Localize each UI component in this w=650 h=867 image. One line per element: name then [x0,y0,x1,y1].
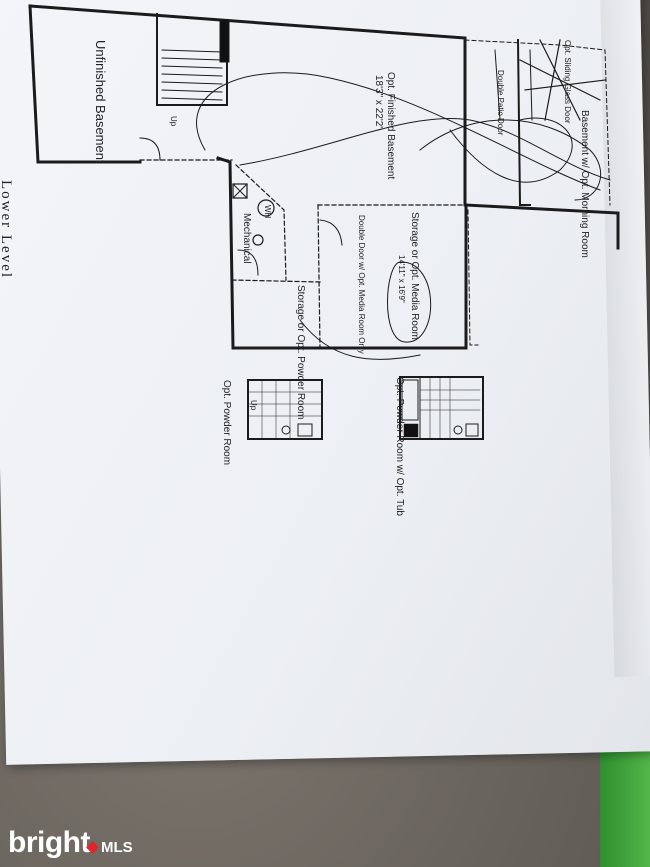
door-swing-3 [319,219,343,246]
label-powder-tub: Opt. Powder Room w/ Opt. Tub [394,377,405,516]
label-double-patio: Double Patio Door [496,70,505,136]
plan-title: Lower Level [0,180,14,280]
label-up-inset: Up [249,400,258,411]
tile-grid-1 [419,376,481,440]
label-storage-media: Storage or Opt. Media Room [409,212,420,340]
tub-dark [403,423,419,438]
label-unfinished-basement: Unfinished Basement [93,40,108,164]
label-mechanical: Mechanical [241,213,252,264]
water-heater [257,199,275,217]
sink-2 [297,423,313,437]
scribble-3 [419,119,602,201]
door-swing-2 [237,249,259,276]
door-swing-1 [139,137,161,161]
label-wh: WH [263,205,272,219]
mechanical-box [232,183,248,199]
outer-wall [28,4,620,250]
scribble-2 [239,117,611,181]
leader-line [299,319,421,360]
media-outer-dashed [467,209,479,346]
patio-door-box [494,49,533,121]
label-up: Up [169,116,178,127]
powder-tub-inset [399,376,484,440]
label-finished-dims: 18'3" x 22'2" [373,75,384,130]
label-finished-basement: Opt. Finished Basement [385,72,396,180]
toilet-1 [453,425,463,435]
toilet-2 [281,425,291,435]
patio-wall [516,38,531,206]
stair-wall [219,19,230,63]
label-morning-room: Basement w/ Opt. Morning Room [579,110,590,258]
watermark-brand: bright [8,826,90,859]
powder-inset [247,379,323,440]
label-storage-media-dims: 14'11" x 16'9" [397,255,406,303]
furnace [252,234,264,246]
label-sliding-door: Opt. Sliding Glass Door [563,40,572,124]
label-powder: Opt. Powder Room [221,380,232,466]
watermark-suffix: MLS [100,839,133,856]
scribble-5 [519,39,606,121]
partition-4 [231,279,321,283]
tub [401,379,419,421]
scribble-1 [196,72,601,191]
scribble-4 [449,117,573,183]
label-double-door: Double Door w/ Opt. Media Room Only [357,215,366,354]
circle-annotation [387,261,432,343]
stair-inner [161,49,223,101]
outer-wall-left [28,4,142,164]
patio-wing [464,39,611,206]
partition-3 [317,204,321,349]
partition-5 [235,164,287,281]
tile-grid-2 [247,379,323,440]
outer-wall-bottom [216,156,468,350]
bright-mls-watermark: bright MLS [8,826,133,862]
sink-1 [465,423,479,437]
label-storage-powder: Storage or Opt. Powder Room [295,285,306,420]
